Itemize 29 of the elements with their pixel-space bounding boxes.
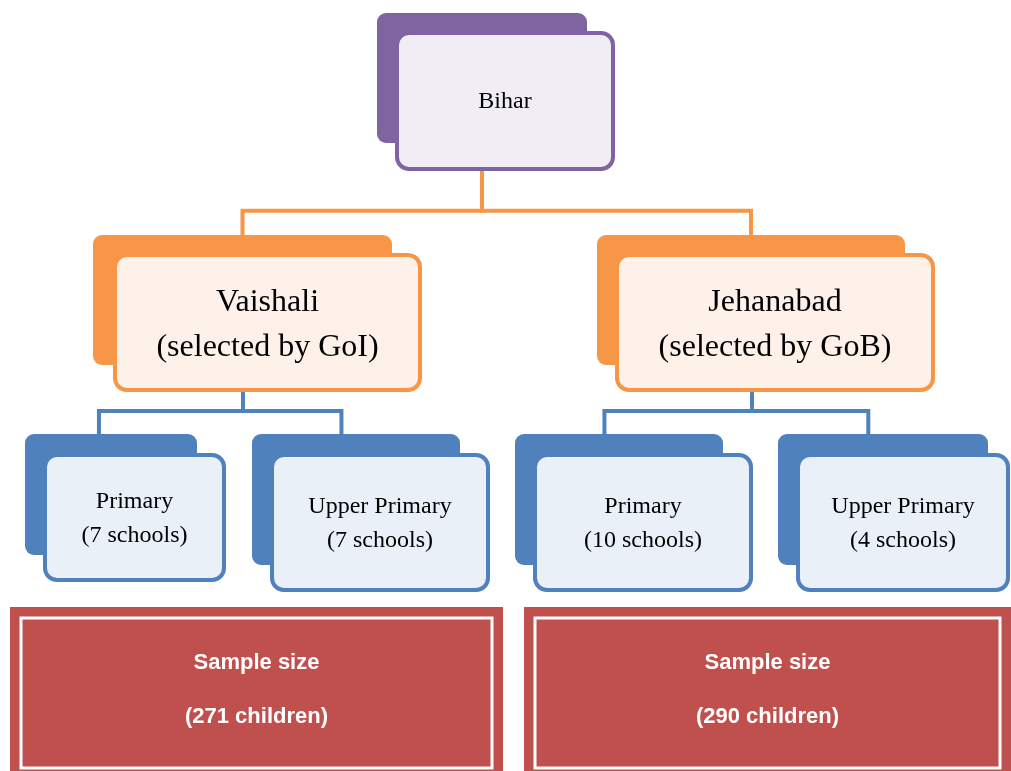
connector-line (750, 392, 871, 434)
hierarchy-box (377, 13, 615, 171)
node-label: Upper Primary (308, 490, 452, 520)
sample-size-box (524, 607, 1011, 771)
node-label: (selected by GoI) (156, 325, 379, 365)
node-label: Bihar (478, 86, 532, 116)
sample-size-label: (271 children) (184, 703, 328, 729)
hierarchy-box (25, 434, 226, 582)
node-label: (4 schools) (850, 524, 956, 554)
node-label: Primary (604, 490, 682, 520)
node-label: Upper Primary (831, 490, 975, 520)
hierarchy-box (252, 434, 490, 592)
hierarchy-box (597, 235, 935, 392)
connector-line (241, 392, 344, 434)
sample-size-label: (290 children) (695, 703, 839, 729)
node-label: Primary (95, 485, 174, 515)
connector-line (480, 171, 753, 235)
node-label: Vaishali (215, 280, 320, 320)
node-label: (10 schools) (584, 524, 702, 554)
sample-size-box (10, 607, 503, 771)
node-label: (7 schools) (327, 524, 433, 554)
sample-size-label: Sample size (193, 649, 320, 675)
node-label: (7 schools) (81, 519, 188, 549)
node-label: Jehanabad (708, 280, 842, 320)
hierarchy-box (778, 434, 1010, 592)
node-label: (selected by GoB) (658, 325, 892, 365)
hierarchy-box (93, 235, 422, 392)
sample-size-label: Sample size (704, 649, 831, 675)
hierarchy-box (515, 434, 753, 592)
